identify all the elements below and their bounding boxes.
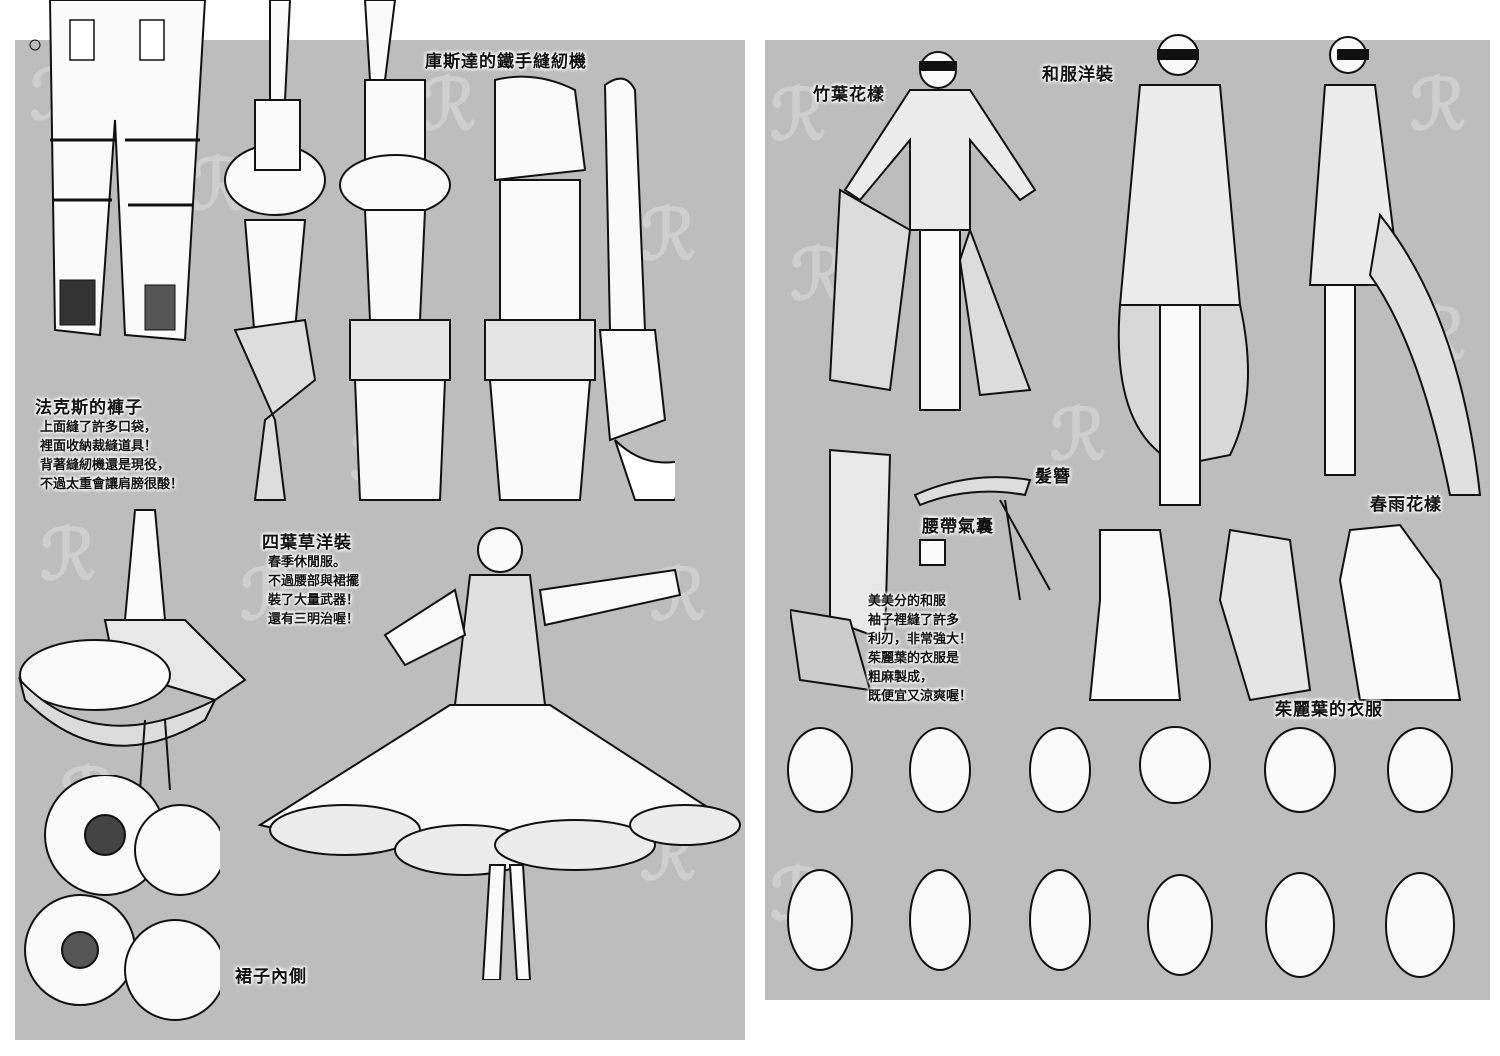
clover-note-line: 春季休閒服。 <box>268 555 347 570</box>
bamboo-title: 竹葉花樣 <box>813 85 885 105</box>
kimono-note: 美美分的和服 袖子裡縫了許多 利刃，非常強大！ 茱麗葉的衣服是 粗麻製成， 既便… <box>868 592 972 706</box>
clover-dress-side-sketch <box>18 509 247 790</box>
left-page: ℛ ℛ ℛ ℛ ℛ ℛ ℛ ℛ ℛ ℛ <box>15 0 745 1040</box>
juliet-clothes-sketch <box>1088 523 1462 702</box>
obi-airbag-title: 腰帶氣囊 <box>922 517 994 537</box>
skirt-inside-sketch <box>24 775 220 1021</box>
juliet-clothes-title: 茱麗葉的衣服 <box>1275 700 1383 720</box>
pants-note-line: 背著縫紉機還是現役， <box>40 458 171 473</box>
kimono-dress-title: 和服洋裝 <box>1042 65 1114 85</box>
clover-dress-front-sketch <box>257 527 741 980</box>
pants-note-line: 上面縫了許多口袋， <box>40 420 158 435</box>
kimono-note-line: 粗麻製成， <box>868 670 934 685</box>
pattern-glyph: ℛ <box>770 73 826 156</box>
page-gutter <box>745 0 755 1056</box>
pants-note: 上面縫了許多口袋， 裡面收納裁縫道具！ 背著縫紉機還是現役， 不過太重會讓肩膀很… <box>40 418 183 494</box>
kimono-note-line: 茱麗葉的衣服是 <box>868 651 960 666</box>
kimono-dress-sketch <box>1117 34 1482 506</box>
clover-note-line: 裝了大量武器！ <box>268 593 360 608</box>
clover-note-line: 還有三明治喔！ <box>268 612 360 627</box>
pattern-glyph: ℛ <box>1050 393 1106 476</box>
sewing-machine-title: 庫斯達的鐵手縫紉機 <box>425 52 587 72</box>
kimono-note-line: 既便宜又涼爽喔！ <box>868 689 973 704</box>
right-page: ℛ ℛ ℛ ℛ ℛ ℛ ℛ ℛ <box>750 0 1500 1056</box>
heads-row-bottom <box>787 869 1455 978</box>
bamboo-kimono-sketch <box>828 51 1037 411</box>
kimono-note-line: 袖子裡縫了許多 <box>868 613 960 628</box>
pattern-glyph: ℛ <box>40 513 96 596</box>
pattern-glyph: ℛ <box>640 193 696 276</box>
pants-title: 法克斯的褲子 <box>35 398 143 418</box>
accessories-sketch <box>790 448 1051 692</box>
kimono-note-line: 利刃，非常強大！ <box>868 632 973 647</box>
pants-note-line: 裡面收納裁縫道具！ <box>40 439 158 454</box>
heads-row-top <box>787 726 1453 813</box>
hairpin-title: 髮簪 <box>1035 467 1071 487</box>
pattern-glyph: ℛ <box>420 63 476 146</box>
kimono-note-line: 美美分的和服 <box>868 594 947 609</box>
clover-note-line: 不過腰部與裙擺 <box>268 574 360 589</box>
pattern-glyph: ℛ <box>1410 63 1466 146</box>
clover-dress-title: 四葉草洋裝 <box>262 533 352 553</box>
iron-hand-sketch <box>224 0 675 501</box>
pants-note-line: 不過太重會讓肩膀很酸！ <box>40 477 184 492</box>
clover-dress-note: 春季休閒服。 不過腰部與裙擺 裝了大量武器！ 還有三明治喔！ <box>268 553 359 629</box>
pattern-glyph: ℛ <box>240 553 296 636</box>
spring-rain-title: 春雨花樣 <box>1370 495 1442 515</box>
pants-sketch <box>29 0 207 342</box>
skirt-inside-title: 裙子內側 <box>235 967 307 987</box>
